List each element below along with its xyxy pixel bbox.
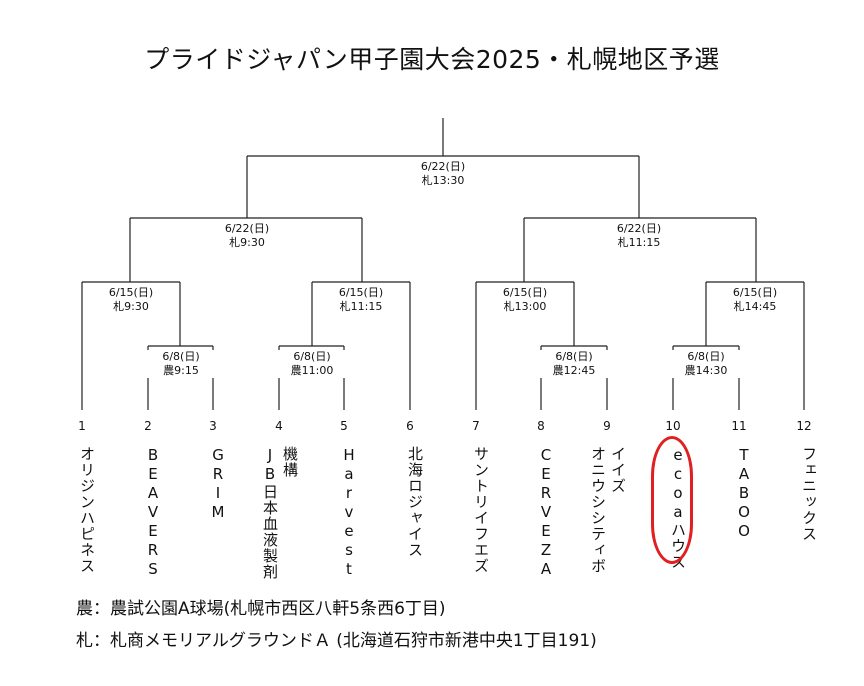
team-name: 北海ロジャイス (406, 446, 424, 558)
match-label-qf-1: 6/15(日) 札9:30 (86, 286, 176, 314)
match-label-semi-right: 6/22(日) 札11:15 (594, 222, 684, 250)
match-date: 6/8(日) (293, 350, 331, 363)
match-time: 農14:30 (684, 364, 728, 377)
match-date: 6/8(日) (687, 350, 725, 363)
page-title: プライドジャパン甲子園大会2025・札幌地区予選 (144, 45, 720, 74)
team-name: GRIM (209, 446, 227, 522)
team-name: Harvest (340, 446, 358, 579)
seed-number: 4 (275, 419, 283, 433)
seed-number: 12 (796, 419, 812, 433)
team-name: CERVEZA (537, 446, 555, 579)
team-name: イイズ オニウシシティボ (589, 446, 627, 574)
match-label-qf-3: 6/15(日) 札13:00 (480, 286, 570, 314)
seed-number: 11 (731, 419, 747, 433)
legend-venue-2: 札：札商メモリアルグラウンドＡ (北海道石狩市新港中央1丁目191) (76, 631, 597, 651)
match-date: 6/22(日) (616, 222, 662, 235)
team-name: 機構 JB日本血液製剤 (261, 446, 299, 580)
team-name: フェニックス (800, 446, 818, 542)
match-date: 6/8(日) (555, 350, 593, 363)
seed-number: 6 (406, 419, 414, 433)
seed-number: 3 (209, 419, 217, 433)
seed-number: 9 (603, 419, 611, 433)
match-date: 6/15(日) (338, 286, 384, 299)
match-time: 札13:30 (421, 174, 465, 187)
seed-number: 7 (472, 419, 480, 433)
team-name: サントリイフエズ (472, 446, 490, 574)
seed-number: 2 (144, 419, 152, 433)
match-date: 6/22(日) (420, 160, 466, 173)
match-date: 6/15(日) (732, 286, 778, 299)
match-time: 札9:30 (113, 300, 149, 313)
seed-number: 5 (340, 419, 348, 433)
highlight-circle (651, 436, 693, 564)
match-time: 農9:15 (163, 364, 199, 377)
match-time: 札13:00 (503, 300, 547, 313)
team-name: TABOO (735, 446, 753, 541)
match-label-semi-left: 6/22(日) 札9:30 (202, 222, 292, 250)
match-date: 6/15(日) (502, 286, 548, 299)
match-label-r1-10-11: 6/8(日) 農14:30 (661, 350, 751, 378)
team-name-highlighted: ecoaハウス (669, 446, 687, 570)
match-label-r1-8-9: 6/8(日) 農12:45 (529, 350, 619, 378)
match-time: 農12:45 (552, 364, 596, 377)
match-time: 農11:00 (290, 364, 334, 377)
match-time: 札11:15 (617, 236, 661, 249)
match-label-qf-4: 6/15(日) 札14:45 (710, 286, 800, 314)
team-name: オリジンハピネス (78, 446, 96, 574)
match-label-qf-2: 6/15(日) 札11:15 (316, 286, 406, 314)
seed-number: 8 (537, 419, 545, 433)
match-date: 6/15(日) (108, 286, 154, 299)
match-time: 札11:15 (339, 300, 383, 313)
match-label-r1-4-5: 6/8(日) 農11:00 (267, 350, 357, 378)
match-time: 札14:45 (733, 300, 777, 313)
seed-number: 1 (78, 419, 86, 433)
seed-number: 10 (665, 419, 681, 433)
match-time: 札9:30 (229, 236, 265, 249)
legend-venue-1: 農：農試公園A球場(札幌市西区八軒5条西6丁目) (76, 599, 446, 619)
team-name: BEAVERS (144, 446, 162, 579)
match-label-final: 6/22(日) 札13:30 (398, 160, 488, 188)
match-date: 6/8(日) (162, 350, 200, 363)
match-date: 6/22(日) (224, 222, 270, 235)
match-label-r1-2-3: 6/8(日) 農9:15 (136, 350, 226, 378)
